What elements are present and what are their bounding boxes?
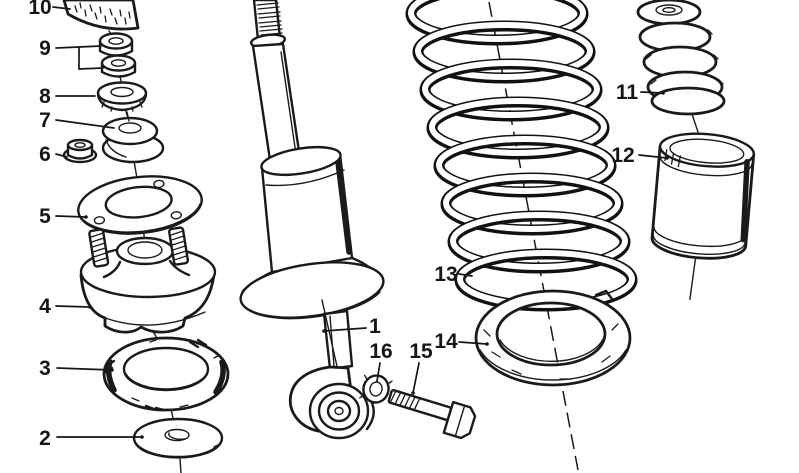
part-6-flange-nut [62,138,98,164]
callout-label-9: 9 [39,37,51,60]
part-16-wave-washer [359,374,393,404]
part-7-support-bearing [101,111,165,164]
callout-label-4: 4 [39,295,51,318]
callout-label-16: 16 [369,340,392,363]
callout-label-13: 13 [434,263,457,286]
pad-speckles [483,323,619,380]
callout-11: 11 [616,81,665,104]
callout-label-1: 1 [369,315,381,338]
callout-label-12: 12 [611,144,634,167]
callouts: 1 2 3 4 5 6 7 8 [28,0,669,450]
callout-4: 4 [39,295,92,318]
part-5-upper-plate [77,175,203,235]
part-11-bump-stop [636,0,726,142]
part-10-protective-cap [62,0,140,31]
part-8-retainer-cap [96,81,148,112]
cap-hatch-texture [74,2,131,25]
bolt-threads [389,390,421,411]
part-1-shock-absorber [239,0,385,440]
boot-ring-hatch [664,149,681,168]
callout-15: 15 [409,340,433,395]
callout-2: 2 [39,427,144,450]
callout-14: 14 [434,330,489,353]
part-12-protective-tube [650,132,756,300]
callout-13: 13 [434,263,473,286]
callout-3: 3 [39,357,114,380]
callout-label-3: 3 [39,357,51,380]
part-13-coil-spring [405,0,638,312]
callout-label-11: 11 [616,81,639,104]
callout-label-2: 2 [39,427,51,450]
callout-8: 8 [39,85,96,108]
bump-stop-speckles [640,29,724,85]
callout-10: 10 [28,0,71,19]
callout-label-6: 6 [39,143,51,166]
callout-7: 7 [39,109,115,132]
part-4-guide-support [79,226,217,334]
callout-5: 5 [39,205,88,228]
part-9-hex-nuts [98,32,137,78]
callout-9: 9 [39,37,104,70]
callout-label-15: 15 [409,340,433,363]
callout-label-5: 5 [39,205,51,228]
ring-speckles [131,339,221,408]
callout-16: 16 [369,340,393,382]
callout-label-10: 10 [28,0,51,19]
callout-label-14: 14 [434,330,458,353]
part-14-spring-pad [474,289,632,387]
callout-12: 12 [611,144,669,167]
callout-label-7: 7 [39,109,51,132]
mount-stud-right [168,226,190,266]
callout-6: 6 [39,143,68,166]
callout-1: 1 [322,315,381,338]
callout-label-8: 8 [39,85,51,108]
part-3-threaded-ring [102,336,230,412]
part-15-hex-bolt [387,389,477,440]
part-2-washer [132,417,224,459]
mount-stud-left [88,228,110,268]
